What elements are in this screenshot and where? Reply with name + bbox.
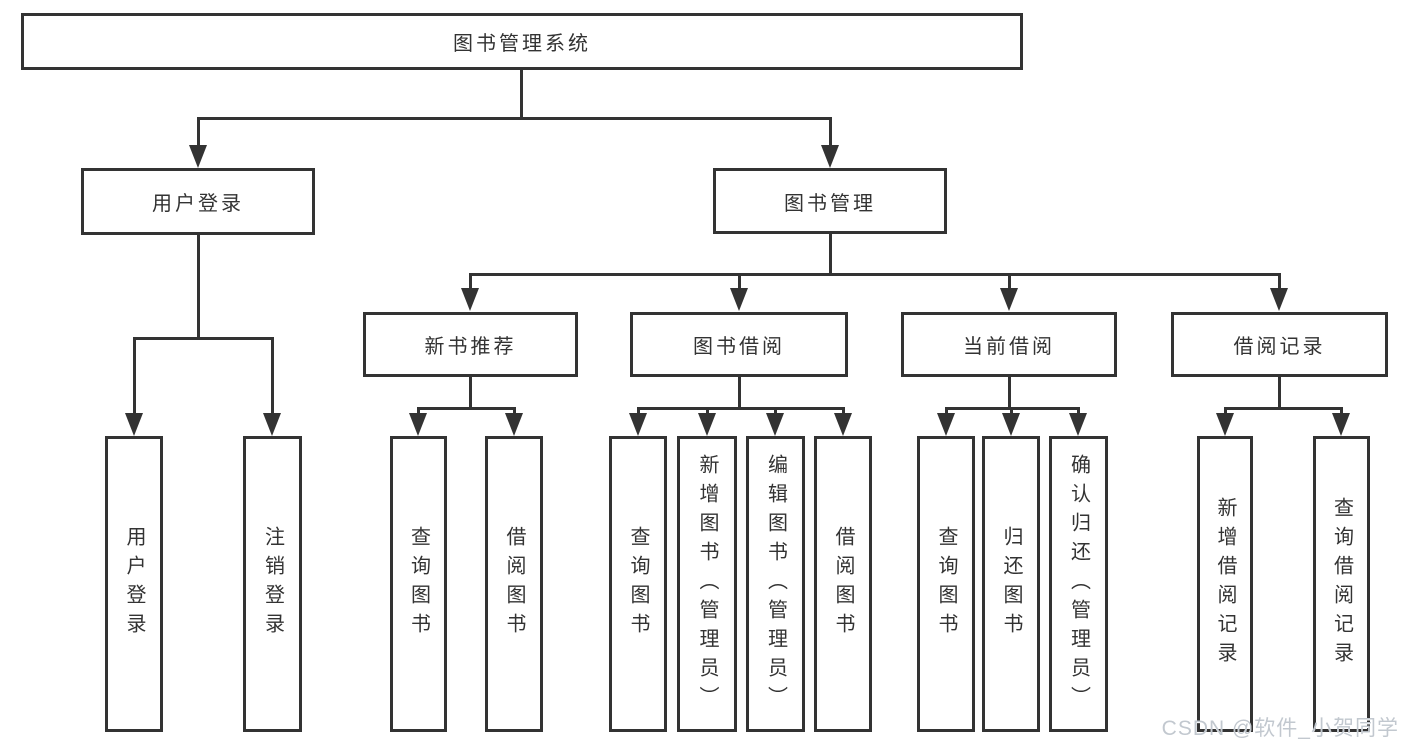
connector-line [738, 377, 741, 410]
node-label: 图书借阅 [693, 336, 785, 358]
connector-line [197, 117, 200, 148]
leaf-label: 编辑图书（管理员） [764, 453, 787, 715]
connector-line [945, 407, 948, 416]
connector-line [1008, 377, 1011, 410]
connector-line [513, 407, 516, 416]
node-label: 用户登录 [152, 193, 244, 215]
leaf-label: 查询图书 [407, 526, 430, 642]
connector-line [197, 117, 832, 120]
arrowhead [125, 413, 143, 436]
connector-line [1224, 407, 1227, 416]
csdn-watermark: CSDN @软件_小贺同学 [1161, 717, 1399, 740]
leaf-label: 确认归还（管理员） [1067, 453, 1090, 715]
arrowhead [937, 413, 955, 436]
node-label: 当前借阅 [963, 336, 1055, 358]
leaf-label: 归还图书 [1000, 526, 1022, 642]
arrowhead [409, 413, 427, 436]
leaf-return-books: 归还图书 [982, 436, 1040, 732]
node-new-book-recommend: 新书推荐 [363, 312, 578, 377]
connector-line [1077, 407, 1080, 416]
node-label: 新书推荐 [424, 336, 517, 358]
connector-line [829, 117, 832, 148]
leaf-label: 注销登录 [261, 526, 284, 642]
arrowhead [698, 413, 716, 436]
connector-line [842, 407, 845, 416]
connector-line [417, 407, 420, 416]
arrowhead [1216, 413, 1234, 436]
connector-line [469, 273, 1281, 276]
leaf-label: 用户登录 [123, 526, 145, 642]
node-book-management: 图书管理 [713, 168, 947, 234]
connector-line [1278, 377, 1281, 410]
arrowhead [629, 413, 647, 436]
leaf-label: 查询图书 [627, 526, 649, 642]
arrowhead [263, 413, 281, 436]
node-borrow-records: 借阅记录 [1171, 312, 1388, 377]
leaf-label: 查询借阅记录 [1330, 497, 1353, 671]
arrowhead [461, 288, 479, 311]
leaf-add-books-admin: 新增图书（管理员） [677, 436, 737, 732]
connector-line [774, 407, 777, 416]
arrowhead [1069, 413, 1087, 436]
leaf-borrow-books: 借阅图书 [814, 436, 872, 732]
connector-line [1278, 273, 1281, 291]
connector-line [417, 407, 516, 410]
leaf-label: 新增图书（管理员） [696, 453, 718, 715]
leaf-user-login: 用户登录 [105, 436, 163, 732]
leaf-query-borrow-record: 查询借阅记录 [1313, 436, 1370, 732]
connector-line [1008, 273, 1011, 291]
arrowhead [766, 413, 784, 436]
leaf-logout: 注销登录 [243, 436, 302, 732]
node-label: 图书管理系统 [453, 33, 591, 55]
connector-line [706, 407, 709, 416]
connector-line [469, 273, 472, 291]
arrowhead [834, 413, 852, 436]
arrowhead [505, 413, 523, 436]
connector-line [133, 337, 136, 416]
arrowhead [189, 145, 207, 168]
node-label: 借阅记录 [1233, 336, 1326, 358]
leaf-query-books-current: 查询图书 [917, 436, 975, 732]
leaf-label: 借阅图书 [503, 526, 525, 642]
connector-line [520, 69, 523, 120]
leaf-confirm-return-admin: 确认归还（管理员） [1049, 436, 1108, 732]
leaf-borrow-books-recommend: 借阅图书 [485, 436, 543, 732]
leaf-label: 借阅图书 [832, 526, 854, 642]
connector-line [1010, 407, 1013, 416]
arrowhead [1270, 288, 1288, 311]
leaf-query-books-recommend: 查询图书 [390, 436, 447, 732]
connector-line [738, 273, 741, 291]
arrowhead [1332, 413, 1350, 436]
connector-line [133, 337, 274, 340]
connector-line [197, 233, 200, 340]
arrowhead [821, 145, 839, 168]
leaf-add-borrow-record: 新增借阅记录 [1197, 436, 1253, 732]
connector-line [829, 233, 832, 276]
arrowhead [730, 288, 748, 311]
node-user-login: 用户登录 [81, 168, 315, 235]
leaf-label: 新增借阅记录 [1214, 497, 1236, 671]
leaf-label: 查询图书 [935, 526, 957, 642]
connector-line [1340, 407, 1343, 416]
connector-line [637, 407, 640, 416]
connector-line [637, 407, 844, 410]
connector-line [1224, 407, 1342, 410]
node-root-library-system: 图书管理系统 [21, 13, 1023, 70]
leaf-edit-books-admin: 编辑图书（管理员） [746, 436, 805, 732]
arrowhead [1000, 288, 1018, 311]
connector-line [469, 377, 472, 410]
arrowhead [1002, 413, 1020, 436]
node-book-borrow: 图书借阅 [630, 312, 848, 377]
leaf-query-books-borrow: 查询图书 [609, 436, 667, 732]
node-current-borrow: 当前借阅 [901, 312, 1117, 377]
node-label: 图书管理 [784, 192, 876, 215]
connector-line [271, 337, 274, 416]
